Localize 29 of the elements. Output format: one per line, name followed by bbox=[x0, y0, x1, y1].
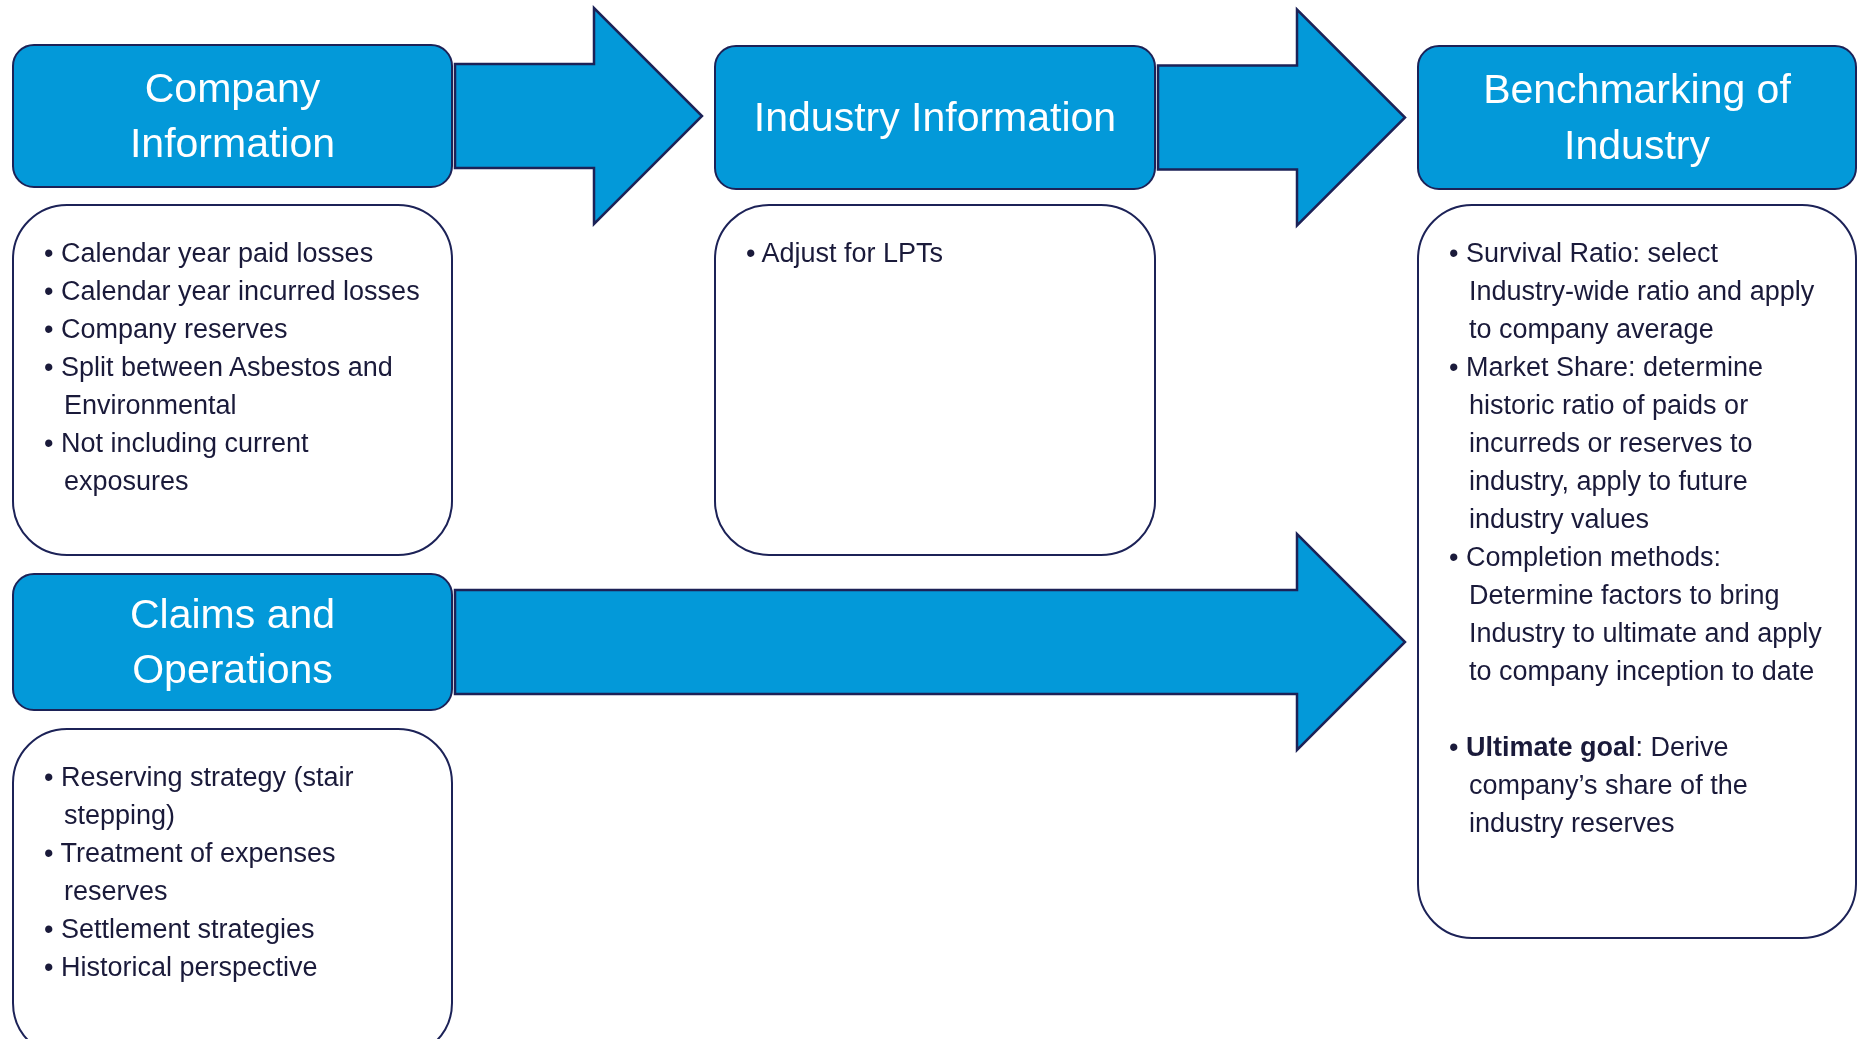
bullet-item: • Historical perspective bbox=[44, 951, 319, 984]
bullet-item: • Not including current exposures bbox=[44, 427, 310, 498]
bullet-item: • Survival Ratio: select Industry-wide ratio and apply to company average bbox=[1449, 237, 1816, 346]
bullet-item: • Split between Asbestos and Environmental bbox=[44, 351, 394, 422]
block-arrow bbox=[453, 531, 1407, 753]
header-text: Benchmarking of Industry bbox=[1482, 65, 1792, 170]
bullet-item: • Company reserves bbox=[44, 313, 289, 346]
bullet-item: • Treatment of expenses reserves bbox=[44, 837, 337, 908]
header-text: Company Information bbox=[128, 63, 337, 168]
header-box bbox=[714, 45, 1156, 190]
bullet-item: • Reserving strategy (stair stepping) bbox=[44, 761, 355, 832]
content-box bbox=[12, 204, 453, 556]
content-box bbox=[714, 204, 1156, 556]
header-text: Industry Information bbox=[752, 92, 1118, 142]
content-box bbox=[12, 728, 453, 1039]
block-arrow bbox=[1156, 6, 1407, 229]
bullet-item: • Settlement strategies bbox=[44, 913, 316, 946]
header-box bbox=[12, 573, 453, 711]
bullet-item: • Adjust for LPTs bbox=[746, 237, 945, 270]
header-box bbox=[1417, 45, 1857, 190]
block-arrow bbox=[453, 5, 704, 227]
header-box bbox=[12, 44, 453, 188]
bullet-item: • Completion methods: Determine factors to bring Industry to ultimate and apply to company inception to date bbox=[1449, 541, 1823, 688]
bullet-item: • Ultimate goal: Derive company’s share of the industry reserves bbox=[1449, 731, 1749, 840]
bullet-item: • Calendar year incurred losses bbox=[44, 275, 421, 308]
bullet-item: • Calendar year paid losses bbox=[44, 237, 375, 270]
bullet-item: • Market Share: determine historic ratio of paids or incurreds or reserves to industry, apply to future industry values bbox=[1449, 351, 1765, 536]
header-text: Claims and Operations bbox=[128, 589, 337, 694]
content-box bbox=[1417, 204, 1857, 939]
